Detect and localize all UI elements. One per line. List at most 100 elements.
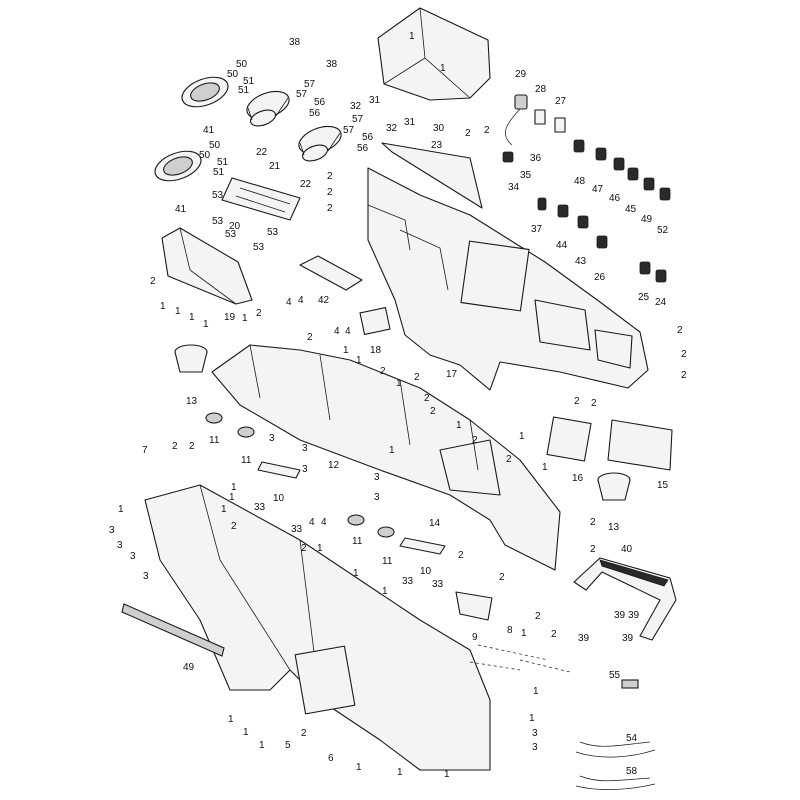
callout-2: 2 xyxy=(424,393,430,404)
callout-46: 46 xyxy=(609,193,621,204)
callout-2: 2 xyxy=(574,396,580,407)
callout-1: 1 xyxy=(353,568,359,579)
callout-2: 2 xyxy=(499,572,505,583)
callout-2: 2 xyxy=(681,370,687,381)
callout-33: 33 xyxy=(254,502,266,513)
callout-28: 28 xyxy=(535,84,547,95)
callout-2: 2 xyxy=(590,517,596,528)
speaker-ring-upper xyxy=(181,76,229,108)
callout-19: 19 xyxy=(224,312,236,323)
callout-2: 2 xyxy=(380,366,386,377)
seal-strip xyxy=(121,603,225,657)
callout-2: 2 xyxy=(231,521,237,532)
callout-25: 25 xyxy=(638,292,650,303)
callout-1: 1 xyxy=(440,63,446,74)
callout-43: 43 xyxy=(575,256,587,267)
callout-41: 41 xyxy=(203,125,215,136)
callout-7: 7 xyxy=(142,445,148,456)
callout-50: 50 xyxy=(236,59,248,70)
callout-36: 36 xyxy=(530,153,542,164)
callout-11: 11 xyxy=(382,556,393,567)
callout-58: 58 xyxy=(626,766,638,777)
callout-45: 45 xyxy=(625,204,637,215)
callout-2: 2 xyxy=(458,550,464,561)
callout-1: 1 xyxy=(397,767,403,778)
callout-2: 2 xyxy=(535,611,541,622)
callout-1: 1 xyxy=(356,762,362,773)
callout-2: 2 xyxy=(590,544,596,555)
callout-3: 3 xyxy=(532,742,538,753)
callout-11: 11 xyxy=(209,435,220,446)
callout-38: 38 xyxy=(326,59,338,70)
callout-56: 56 xyxy=(357,143,369,154)
callout-37: 37 xyxy=(531,224,543,235)
callout-1: 1 xyxy=(542,462,548,473)
lower-dash-shell xyxy=(211,344,561,571)
callout-57: 57 xyxy=(343,125,355,136)
callout-1: 1 xyxy=(175,306,181,317)
callout-40: 40 xyxy=(621,544,633,555)
callout-22: 22 xyxy=(256,147,268,158)
callout-2: 2 xyxy=(189,441,195,452)
callout-2: 2 xyxy=(301,728,307,739)
callout-10: 10 xyxy=(273,493,285,504)
lower-firewall-panel xyxy=(144,484,491,771)
trim-inserts xyxy=(205,412,446,555)
callout-33: 33 xyxy=(402,576,414,587)
callout-56: 56 xyxy=(362,132,374,143)
callout-1: 1 xyxy=(519,431,525,442)
callout-1: 1 xyxy=(229,492,235,503)
callout-33: 33 xyxy=(432,579,444,590)
callout-44: 44 xyxy=(556,240,568,251)
callout-1: 1 xyxy=(228,714,234,725)
callout-1: 1 xyxy=(382,586,388,597)
cupholder-left xyxy=(174,344,208,373)
callout-27: 27 xyxy=(555,96,567,107)
speaker-ring-lower xyxy=(154,150,202,182)
callout-32: 32 xyxy=(350,101,362,112)
callout-1: 1 xyxy=(221,504,227,515)
callout-49: 49 xyxy=(641,214,653,225)
callout-13: 13 xyxy=(186,396,198,407)
callout-1: 1 xyxy=(396,378,402,389)
callout-35: 35 xyxy=(520,170,532,181)
callout-2: 2 xyxy=(591,398,597,409)
callout-5: 5 xyxy=(285,740,291,751)
callout-2: 2 xyxy=(327,187,333,198)
callout-21: 21 xyxy=(269,161,281,172)
callout-29: 29 xyxy=(515,69,527,80)
callout-3: 3 xyxy=(143,571,149,582)
callout-39: 39 xyxy=(628,610,640,621)
grab-handle xyxy=(573,557,677,641)
callout-9: 9 xyxy=(472,632,478,643)
callout-2: 2 xyxy=(256,308,262,319)
callout-3: 3 xyxy=(374,472,380,483)
wire-harness-b xyxy=(575,775,656,790)
callout-30: 30 xyxy=(433,123,445,134)
callout-18: 18 xyxy=(370,345,382,356)
callout-2: 2 xyxy=(506,454,512,465)
callout-20: 20 xyxy=(229,221,241,232)
callout-15: 15 xyxy=(657,480,669,491)
callout-55: 55 xyxy=(609,670,621,681)
callout-11: 11 xyxy=(352,536,363,547)
callout-3: 3 xyxy=(302,464,308,475)
callout-2: 2 xyxy=(465,128,471,139)
callout-1: 1 xyxy=(317,543,323,554)
center-vent xyxy=(546,416,592,462)
callout-3: 3 xyxy=(269,433,275,444)
callout-50: 50 xyxy=(199,150,211,161)
callout-2: 2 xyxy=(484,125,490,136)
callout-2: 2 xyxy=(414,372,420,383)
callout-53: 53 xyxy=(212,190,224,201)
wire-harness-a xyxy=(575,741,656,758)
callout-4: 4 xyxy=(345,326,351,337)
callout-3: 3 xyxy=(130,551,136,562)
callout-53: 53 xyxy=(267,227,279,238)
callout-53: 53 xyxy=(212,216,224,227)
callout-1: 1 xyxy=(409,31,415,42)
gauge-bezel xyxy=(607,419,673,471)
callout-1: 1 xyxy=(389,445,395,456)
callout-38: 38 xyxy=(289,37,301,48)
callout-13: 13 xyxy=(608,522,620,533)
